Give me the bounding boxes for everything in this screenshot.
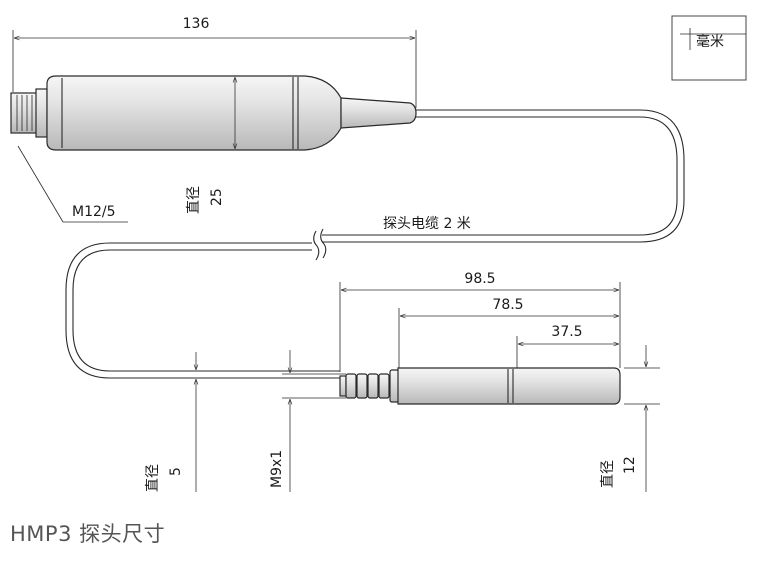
dimension-thread: M9x1 [269, 350, 346, 492]
connector-label: M12/5 [72, 204, 116, 220]
probe-length-2: 78.5 [492, 297, 523, 313]
cable-label: 探头电缆 2 米 [383, 216, 471, 232]
connector-leader: M12/5 [17, 145, 128, 223]
probe-cable: 探头电缆 2 米 [65, 109, 685, 379]
dimension-total-length: 136 [12, 16, 417, 108]
tip-diameter-value: 12 [622, 456, 638, 474]
probe-head [339, 367, 621, 405]
probe-length-3: 37.5 [551, 324, 582, 340]
dimension-tip-diameter: 直径 12 [599, 345, 660, 492]
m12-connector [10, 88, 48, 138]
body-diameter-value: 25 [209, 188, 225, 206]
dimension-cable-diameter: 直径 5 [144, 352, 210, 492]
dimension-body-diameter: 直径 25 [185, 77, 235, 214]
body-diameter-name: 直径 [185, 186, 202, 214]
transmitter-body [46, 75, 417, 151]
unit-label: 毫米 [696, 33, 724, 50]
total-length-label: 136 [183, 16, 210, 32]
cable-diameter-value: 5 [168, 467, 184, 476]
cable-diameter-name: 直径 [144, 464, 161, 492]
tip-diameter-name: 直径 [599, 460, 616, 488]
thread-label: M9x1 [269, 450, 285, 488]
figure-caption: HMP3 探头尺寸 [10, 522, 166, 546]
dimension-probe-lengths: 98.5 78.5 37.5 [339, 271, 621, 372]
probe-length-1: 98.5 [464, 271, 495, 287]
unit-box: 毫米 [671, 15, 747, 81]
